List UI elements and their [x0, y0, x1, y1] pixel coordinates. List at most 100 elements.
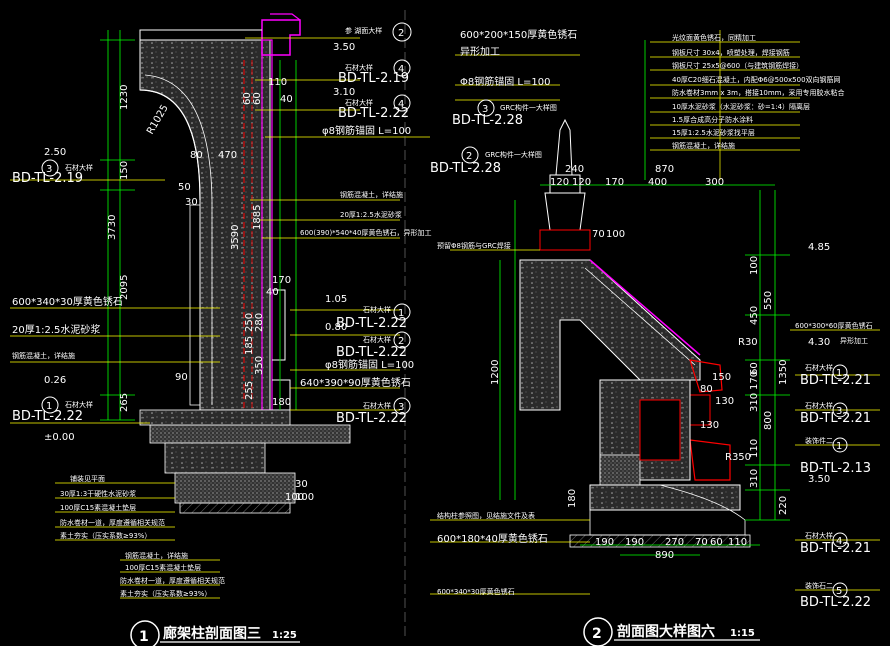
- note: 600*340*30厚黄色锈石: [437, 587, 515, 596]
- ref-code: BD-TL-2.13: [800, 461, 871, 476]
- finial: [555, 118, 573, 176]
- dim: 30: [185, 197, 198, 208]
- dim: 190: [625, 537, 644, 548]
- note: 钢筋混凝土，详结施: [125, 551, 188, 560]
- note: 铺装见平面: [70, 474, 105, 483]
- dim: 120: [550, 177, 569, 188]
- ref-title: GRC构件一大样图: [485, 150, 542, 159]
- ref-num: 3: [836, 406, 842, 417]
- dim: 310: [749, 469, 760, 488]
- note: 100厚C15素混凝土垫层: [125, 563, 201, 572]
- ref-code: BD-TL-2.21: [800, 411, 871, 426]
- left-text-layer: 1230 150 3730 2095 265 R1025 参 湖面大样 2 3.…: [12, 22, 431, 646]
- dim: 60: [749, 362, 760, 375]
- note: 钢板尺寸 25x5@600（与建筑钢筋焊接）: [672, 61, 803, 70]
- dim: 80: [700, 384, 713, 395]
- note: 钢板尺寸 30x4，喷塑处理，焊接钢筋: [672, 48, 790, 57]
- ref-num: 4: [836, 536, 842, 547]
- section-title: 剖面图大样图六: [617, 623, 715, 640]
- note: 40厚C20细石混凝土，内配Φ6@500x500双向钢筋网: [672, 75, 841, 84]
- ref-title: 石材大样: [805, 531, 833, 540]
- ref-title: 石材大样: [345, 98, 373, 107]
- dim: 1885: [252, 205, 263, 230]
- ref-title: 石材大样: [805, 401, 833, 410]
- ref-code: BD-TL-2.22: [800, 595, 871, 610]
- ref-code: BD-TL-2.28: [430, 161, 501, 176]
- note: 20厚1:2.5水泥砂浆: [340, 210, 402, 219]
- section-scale: 1:15: [730, 628, 755, 639]
- dim: 150: [712, 372, 731, 383]
- roof-slab: [519, 259, 701, 411]
- dim: 270: [665, 537, 684, 548]
- dim: 190: [595, 537, 614, 548]
- section-number: 1: [139, 629, 149, 645]
- note: 20厚1:2.5水泥砂浆: [12, 323, 100, 336]
- ref-code: BD-TL-2.28: [452, 113, 523, 128]
- dim: 180: [272, 397, 291, 408]
- dim-3730: 3730: [107, 215, 118, 240]
- base-plinth: [589, 484, 741, 511]
- ref-num: 1: [46, 401, 52, 412]
- ref-title: 装饰件二: [805, 436, 833, 445]
- ref-code: BD-TL-2.22: [336, 345, 407, 360]
- note: 异形加工: [840, 336, 868, 345]
- dim: 185: [244, 336, 255, 355]
- note: 600*200*150厚黄色锈石: [460, 28, 577, 41]
- dim: 130: [715, 396, 734, 407]
- dim: 170: [605, 177, 624, 188]
- note: 钢筋混凝土，详结施: [672, 141, 735, 150]
- note: 素土夯实（压实系数≥93%）: [60, 531, 151, 540]
- section-number: 2: [592, 626, 602, 642]
- dim: 870: [655, 164, 674, 175]
- note: 600(390)*540*40厚黄色锈石，异形加工: [300, 228, 431, 237]
- dim: 280: [254, 313, 265, 332]
- note: 防水卷材一道，厚度遵循相关规范: [60, 518, 165, 527]
- dim: 350: [254, 356, 265, 375]
- note: 结构柱参照图，见结施文件及表: [437, 511, 535, 520]
- note: Φ8钢筋锚固 L=100: [460, 75, 550, 88]
- ref-num: 3: [482, 104, 488, 115]
- note: 素土夯实（压实系数≥93%）: [120, 589, 211, 598]
- dim: 40: [266, 287, 279, 298]
- note: 防水卷材3mm x 3m，搭接10mm，采用专用胶水粘合: [672, 88, 845, 97]
- dim: 170: [272, 275, 291, 286]
- dim: 110: [728, 537, 747, 548]
- dim: 110: [268, 77, 287, 88]
- ref-code: BD-TL-2.22: [336, 316, 407, 331]
- ref-title: 石材大样: [345, 63, 373, 72]
- dim: 310: [749, 393, 760, 412]
- note: 600*180*40厚黄色锈石: [437, 532, 548, 545]
- dim: 170: [749, 371, 760, 390]
- ref-num: 1: [836, 368, 842, 379]
- ref-title: 参 湖面大样: [345, 26, 382, 35]
- dim: 220: [778, 496, 789, 515]
- dim: 100: [285, 492, 304, 503]
- dim: 90: [175, 372, 188, 383]
- ref-title: 石材大样: [363, 305, 391, 314]
- section-title: 廊架柱剖面图三: [163, 625, 261, 642]
- dim: 550: [763, 291, 774, 310]
- elev: ±0.00: [44, 432, 75, 443]
- ref-num: 3: [398, 402, 404, 413]
- dim-150: 150: [119, 161, 130, 180]
- note: 30厚1:3干硬性水泥砂浆: [60, 489, 136, 498]
- dim: 1200: [490, 360, 501, 385]
- section-scale: 1:25: [272, 630, 297, 641]
- ref-num: 2: [398, 28, 404, 39]
- ref-title: 石材大样: [363, 335, 391, 344]
- ref-title: GRC构件一大样图: [500, 103, 557, 112]
- ref-code: BD-TL-2.21: [800, 373, 871, 388]
- dim: 100: [606, 229, 625, 240]
- dim: R30: [738, 337, 758, 348]
- note: φ8钢筋锚固 L=100: [325, 358, 414, 371]
- ref-num: 1: [836, 441, 842, 452]
- dim: 1350: [778, 360, 789, 385]
- note: 10厚水泥砂浆（水泥砂浆：砂=1:4）隔离层: [672, 102, 810, 111]
- ref-num: 4: [398, 64, 404, 75]
- note: 640*390*90厚黄色锈石: [300, 376, 411, 389]
- dim: 110: [749, 439, 760, 458]
- ref-code: BD-TL-2.22: [336, 411, 407, 426]
- dim: 890: [655, 550, 674, 561]
